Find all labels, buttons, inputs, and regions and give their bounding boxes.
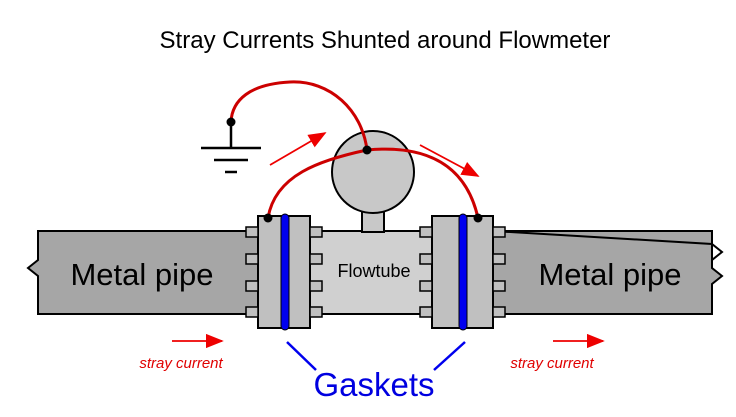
label-gaskets: Gaskets [313,366,434,403]
label-metal-pipe-left: Metal pipe [70,257,213,292]
right-gasket [458,213,468,331]
label-stray-current-right: stray current [510,355,594,372]
wire-junction-right [473,213,483,223]
gasket-pointer-right [433,341,466,371]
diagram-title: Stray Currents Shunted around Flowmeter [160,27,611,54]
label-metal-pipe-right: Metal pipe [538,257,681,292]
ground-symbol-icon [201,122,261,174]
wire-junction-meter [362,145,372,155]
label-stray-current-left: stray current [139,355,223,372]
bolts [245,226,506,318]
ground-wire [229,80,369,151]
wire-junction-left [263,213,273,223]
meter-head [331,130,415,214]
right-tube-flange [431,215,461,329]
left-tube-flange [286,215,311,329]
shunt-arrow-left [269,132,327,166]
right-metal-pipe [492,230,724,315]
shunt-arrow-right [419,144,480,177]
left-gasket [280,213,290,331]
label-flowtube: Flowtube [337,261,410,281]
left-pipe-flange [257,215,285,329]
gasket-pointer-left [286,341,317,371]
right-pipe-flange [464,215,494,329]
